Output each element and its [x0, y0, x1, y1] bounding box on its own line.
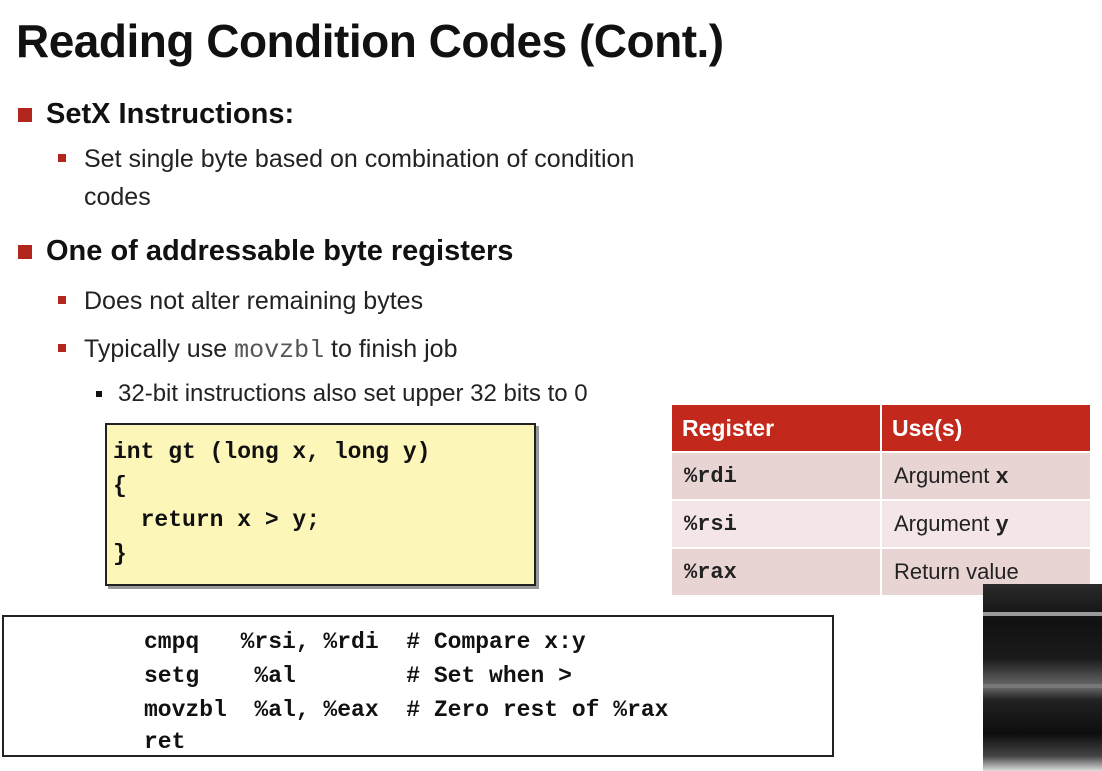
table-row: %rdi Argument x [672, 451, 1092, 500]
bullet-marker [58, 344, 66, 352]
header-register: Register [672, 405, 882, 452]
slide-title: Reading Condition Codes (Cont.) [16, 15, 724, 67]
register-table-header: Register Use(s) [672, 405, 1092, 452]
bullet-no-alter-text: Does not alter remaining bytes [84, 287, 424, 315]
use-text: Argument [894, 462, 996, 488]
bullet-setx-text: SetX Instructions: [46, 98, 295, 130]
bullet-marker [18, 108, 32, 122]
movzbl-code: movzbl [234, 336, 325, 365]
c-code-line: return x > y; [113, 507, 321, 533]
bullet-setx-desc-text: Set single byte based on combination of … [84, 140, 634, 216]
register-table: Register Use(s) %rdi Argument x %rsi Arg… [672, 405, 1092, 595]
bullet-marker [18, 245, 32, 259]
bullet-registers-text: One of addressable byte registers [46, 235, 514, 267]
movzbl-prefix: Typically use [84, 335, 235, 363]
bullet-marker [58, 296, 66, 304]
assembly-line: movzbl %al, %eax # Zero rest of %rax [144, 697, 669, 723]
header-uses: Use(s) [881, 405, 1092, 452]
register-name: %rdi [672, 451, 882, 500]
c-code-line: int gt (long x, long y) [113, 439, 431, 465]
table-row: %rsi Argument y [672, 499, 1092, 548]
use-arg: y [995, 512, 1009, 538]
bullet-marker [96, 391, 102, 397]
assembly-box: cmpq %rsi, %rdi # Compare x:y setg %al #… [2, 615, 834, 757]
bullet-32bit: 32-bit instructions also set upper 32 bi… [96, 380, 588, 408]
c-code-line: { [113, 473, 127, 499]
speaker-video-thumbnail [983, 584, 1102, 771]
c-code-line: } [113, 541, 127, 567]
bullet-marker [58, 154, 66, 162]
photo-stripe [983, 612, 1102, 616]
movzbl-suffix: to finish job [324, 335, 458, 363]
register-use: Argument y [881, 499, 1092, 548]
bullet-setx: SetX Instructions: [18, 98, 294, 131]
use-text: Argument [894, 510, 996, 536]
bullet-setx-desc-line1: Set single byte based on combination of … [84, 145, 635, 173]
bullet-movzbl: Typically use movzbl to finish job [58, 330, 458, 370]
photo-stripe [983, 684, 1102, 688]
register-name: %rsi [672, 499, 882, 548]
register-use: Argument x [881, 451, 1092, 500]
bullet-registers: One of addressable byte registers [18, 235, 513, 268]
bullet-setx-desc: Set single byte based on combination of … [58, 140, 634, 216]
register-name: %rax [672, 547, 882, 595]
bullet-no-alter: Does not alter remaining bytes [58, 282, 423, 320]
use-text: Return value [894, 558, 1019, 584]
bullet-setx-desc-line2: codes [84, 183, 151, 211]
bullet-32bit-text: 32-bit instructions also set upper 32 bi… [118, 380, 588, 407]
assembly-line: ret [144, 729, 186, 755]
assembly-line: setg %al # Set when > [144, 663, 572, 689]
c-code-box: int gt (long x, long y) { return x > y;} [105, 423, 536, 586]
bullet-movzbl-text: Typically use movzbl to finish job [84, 330, 458, 370]
use-arg: x [995, 464, 1009, 490]
assembly-line: cmpq %rsi, %rdi # Compare x:y [144, 629, 586, 655]
